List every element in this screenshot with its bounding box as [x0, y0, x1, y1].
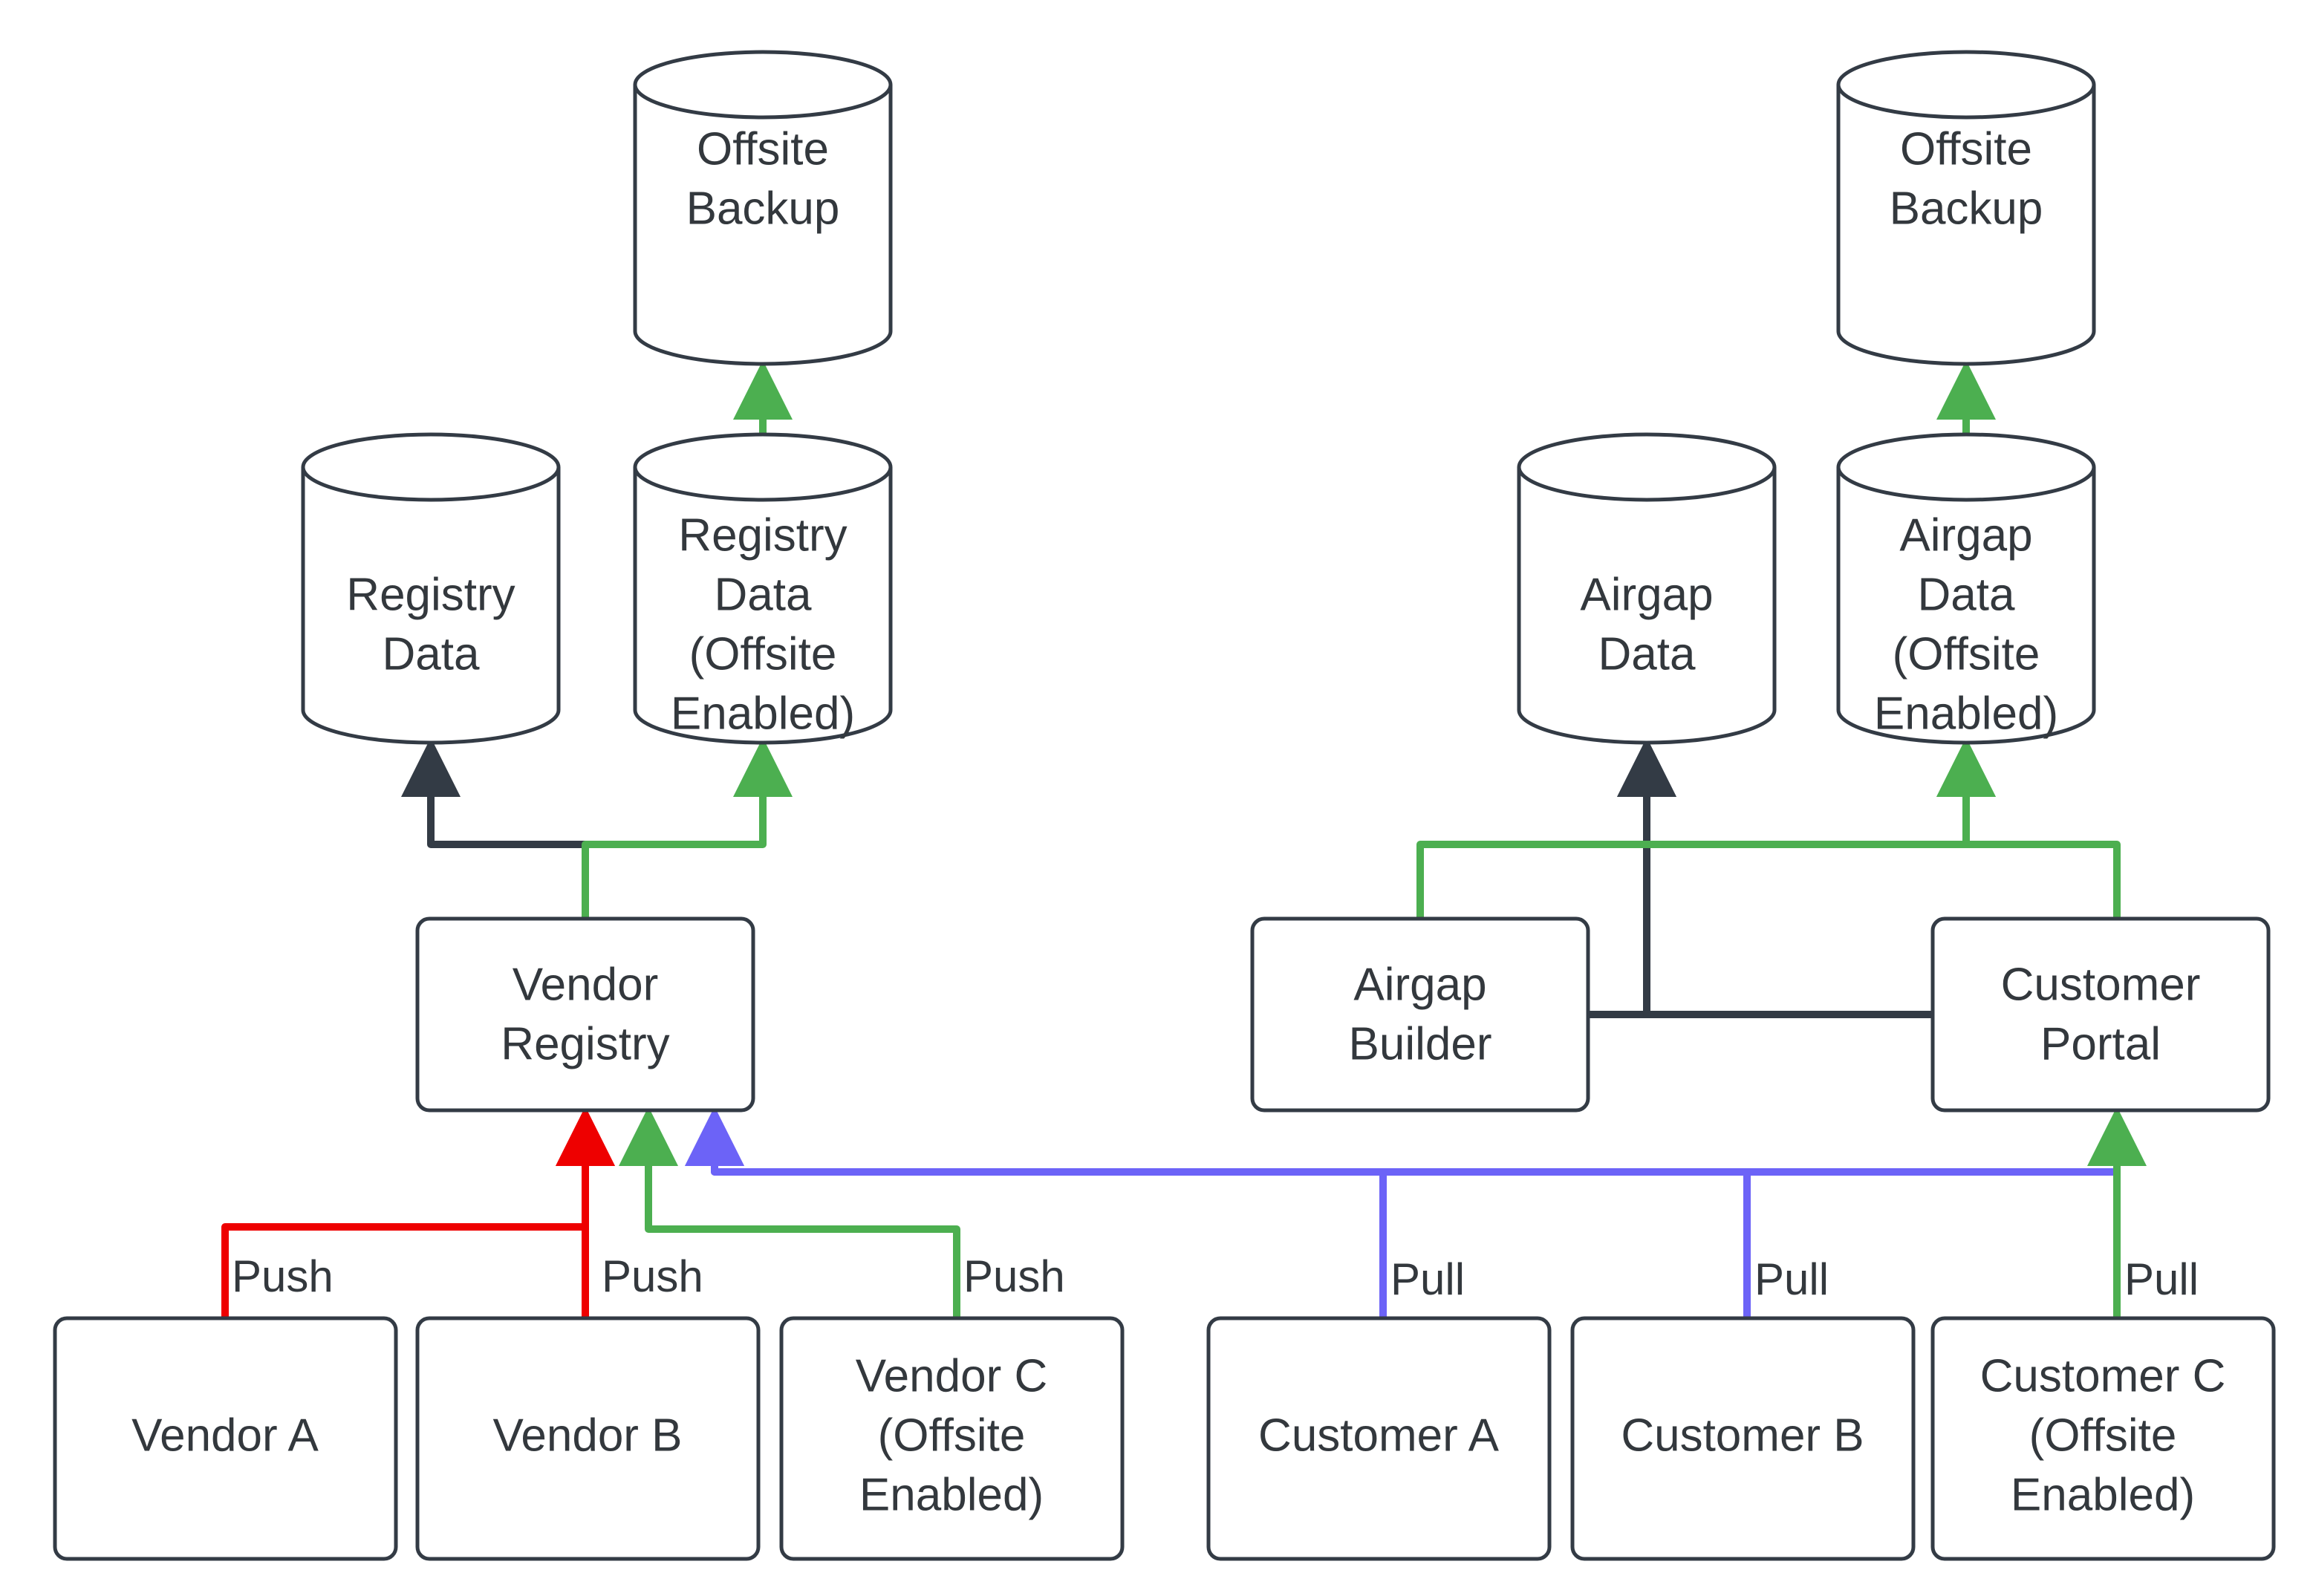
node-offsite-backup-left[interactable]: Offsite Backup — [633, 50, 893, 366]
node-label-line: Vendor C — [856, 1350, 1048, 1401]
node-label-line: Vendor A — [131, 1410, 319, 1461]
cylinder-body — [633, 467, 893, 745]
node-vendor-c[interactable]: Vendor C (Offsite Enabled) — [779, 1316, 1125, 1561]
node-airgap-builder[interactable]: Airgap Builder — [1250, 916, 1590, 1113]
node-box — [415, 916, 755, 1113]
node-label-line: Backup — [686, 183, 840, 234]
node-box — [53, 1316, 398, 1561]
edge-customer-portal-to-airgap-data-offsite — [1936, 737, 2121, 919]
push-label-vendor-a: Push — [232, 1251, 334, 1301]
node-label-line: Data — [1598, 628, 1696, 680]
node-label-line: Offsite — [697, 123, 829, 175]
node-vendor-a[interactable]: Vendor A — [53, 1316, 398, 1561]
node-box — [1570, 1316, 1916, 1561]
node-label-line: (Offsite — [2029, 1410, 2177, 1461]
node-label-line: Customer — [2001, 959, 2201, 1010]
node-label-line: Data — [715, 569, 812, 620]
edge-blue-bus-tail — [715, 1168, 2121, 1192]
pull-label-customer-a: Pull — [1390, 1254, 1465, 1304]
node-airgap-data-offsite[interactable]: Airgap Data (Offsite Enabled) — [1836, 432, 2096, 745]
node-label-line: Portal — [2040, 1018, 2161, 1069]
cylinder-top — [1836, 432, 2096, 502]
node-label-line: Registry — [346, 569, 515, 620]
node-box — [1250, 916, 1590, 1113]
edge-label-layer: Push Push Push Pull Pull Pull — [232, 1251, 2199, 1304]
pull-label-customer-b: Pull — [1754, 1254, 1829, 1304]
node-label-line: Airgap — [1580, 569, 1713, 620]
cylinder-top — [1517, 432, 1777, 502]
node-registry-data-offsite[interactable]: Registry Data (Offsite Enabled) — [633, 432, 893, 745]
node-label-line: Airgap — [1899, 509, 2032, 561]
node-label-line: Vendor B — [492, 1410, 682, 1461]
edge-vendor-registry-to-registry-data — [401, 737, 589, 919]
node-box — [415, 1316, 761, 1561]
node-box — [1930, 1316, 2276, 1561]
cylinder-top — [1836, 50, 2096, 120]
node-customer-b[interactable]: Customer B — [1570, 1316, 1916, 1561]
node-box — [1930, 916, 2271, 1113]
push-label-vendor-c: Push — [963, 1251, 1065, 1301]
node-customer-a[interactable]: Customer A — [1206, 1316, 1552, 1561]
cylinder-top — [301, 432, 561, 502]
edge-airgap-builder-to-airgap-data — [1588, 737, 1676, 1018]
edge-vendor-c-to-vendor-registry — [619, 1107, 960, 1318]
cylinder-body — [1836, 85, 2096, 366]
node-label-line: Registry — [501, 1018, 669, 1069]
node-label-line: Builder — [1349, 1018, 1492, 1069]
node-registry-data[interactable]: Registry Data — [301, 432, 561, 745]
node-label-line: Offsite — [1900, 123, 2032, 175]
node-vendor-b[interactable]: Vendor B — [415, 1316, 761, 1561]
node-box — [779, 1316, 1125, 1561]
node-label-line: Data — [383, 628, 480, 680]
node-airgap-data[interactable]: Airgap Data — [1517, 432, 1777, 745]
node-label-line: Enabled) — [2011, 1469, 2195, 1520]
cylinder-body — [1836, 467, 2096, 745]
edge-layer — [221, 360, 2147, 1318]
cylinder-body — [301, 467, 561, 745]
node-label-line: (Offsite — [878, 1410, 1026, 1461]
push-label-vendor-b: Push — [602, 1251, 703, 1301]
node-label-line: Customer C — [1980, 1350, 2226, 1401]
node-label-line: Enabled) — [1874, 688, 2058, 739]
cylinder-body — [1517, 467, 1777, 745]
node-label-line: Vendor — [513, 959, 659, 1010]
pull-label-customer-c: Pull — [2124, 1254, 2199, 1304]
node-customer-c[interactable]: Customer C (Offsite Enabled) — [1930, 1316, 2276, 1561]
node-label-line: Enabled) — [859, 1469, 1044, 1520]
edge-vendor-registry-to-registry-data-offsite — [582, 737, 793, 919]
node-offsite-backup-right[interactable]: Offsite Backup — [1836, 50, 2096, 366]
node-vendor-registry[interactable]: Vendor Registry — [415, 916, 755, 1113]
node-label-line: (Offsite — [1893, 628, 2040, 680]
node-label-line: Customer A — [1258, 1410, 1500, 1461]
node-label-line: Data — [1918, 569, 2015, 620]
edge-airgap-builder-to-airgap-data-offsite — [1416, 737, 1996, 919]
node-box — [1206, 1316, 1552, 1561]
node-customer-portal[interactable]: Customer Portal — [1930, 916, 2271, 1113]
node-label-line: Registry — [678, 509, 847, 561]
cylinder-body — [633, 85, 893, 366]
node-label-line: (Offsite — [689, 628, 837, 680]
node-label-line: Airgap — [1353, 959, 1486, 1010]
edge-customer-portal-to-airgap-data — [1617, 737, 1933, 1018]
cylinder-top — [633, 50, 893, 120]
node-label-line: Enabled) — [671, 688, 855, 739]
node-label-line: Backup — [1890, 183, 2043, 234]
cylinder-top — [633, 432, 893, 502]
node-label-line: Customer B — [1621, 1410, 1864, 1461]
